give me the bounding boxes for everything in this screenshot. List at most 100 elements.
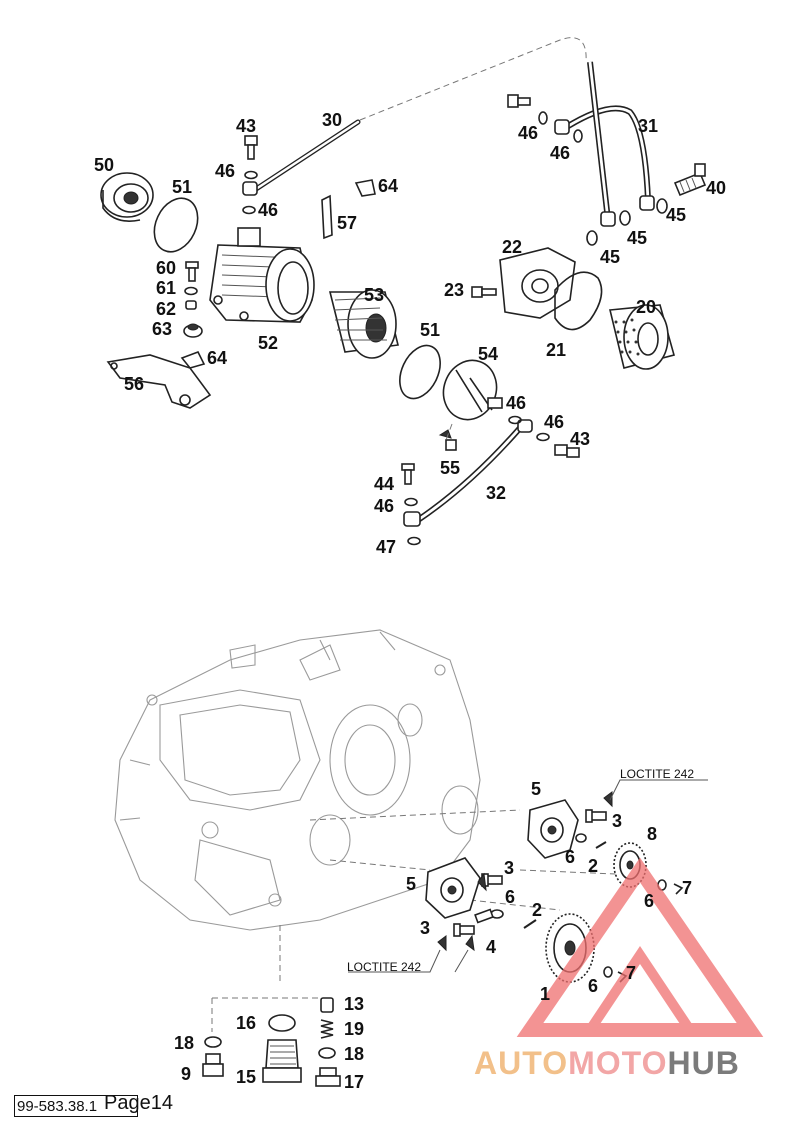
washer-46b — [242, 205, 256, 215]
part-number-callout: 1 — [540, 984, 550, 1004]
part-number-callout: 64 — [378, 176, 398, 196]
part-number-callout: 57 — [337, 213, 357, 233]
part-number-callout: 46 — [374, 496, 394, 516]
part-number-callout: 46 — [215, 161, 235, 181]
part-number-callout: 8 — [647, 824, 657, 844]
part-number-callout: 20 — [636, 297, 656, 317]
leader-line-lower-3 — [309, 809, 521, 871]
part-number-callout: 3 — [612, 811, 622, 831]
part-number-callout: 63 — [152, 319, 172, 339]
part-number-callout: 62 — [156, 299, 176, 319]
screw-60 — [185, 261, 199, 282]
part-number-callout: 3 — [504, 858, 514, 878]
plunger-13 — [320, 997, 334, 1013]
part-number-callout: 23 — [444, 280, 464, 300]
leader-line-lower-2 — [211, 997, 330, 1032]
part-number-callout: 21 — [546, 340, 566, 360]
loctite-leader-lower — [348, 949, 469, 973]
page-number: Page14 — [104, 1092, 173, 1114]
part-number-callout: 18 — [174, 1033, 194, 1053]
screw-23 — [471, 286, 497, 298]
part-number-callout: 46 — [550, 143, 570, 163]
screw-55 — [438, 429, 457, 451]
plug-9 — [202, 1053, 224, 1077]
o-ring-18-left — [204, 1036, 222, 1048]
loctite-note: LOCTITE 242 — [620, 767, 694, 781]
pin-2-lower — [523, 919, 537, 929]
part-number-callout: 32 — [486, 483, 506, 503]
part-number-callout: 19 — [344, 1019, 364, 1039]
part-number-callout: 6 — [505, 887, 515, 907]
grommet-63 — [183, 323, 203, 338]
bolt-4 — [474, 908, 494, 924]
o-ring-16 — [268, 1014, 296, 1032]
loctite-drop-c — [465, 934, 475, 952]
part-number-callout: 61 — [156, 278, 176, 298]
part-number-callout: 6 — [644, 891, 654, 911]
part-number-callout: 64 — [207, 348, 227, 368]
part-number-callout: 13 — [344, 994, 364, 1014]
strainer-20 — [609, 304, 675, 370]
oil-line-31 — [554, 61, 655, 227]
washer-45a — [586, 230, 598, 246]
clip-64-top — [354, 179, 376, 197]
part-number-callout: 5 — [406, 874, 416, 894]
part-number-callout: 45 — [627, 228, 647, 248]
part-number-callout: 45 — [600, 247, 620, 267]
banjo-bolt-43-right — [507, 94, 531, 108]
loctite-note: LOCTITE 242 — [347, 960, 421, 974]
part-number-callout: 9 — [181, 1064, 191, 1084]
oil-line-32 — [403, 419, 533, 527]
part-number-callout: 51 — [172, 177, 192, 197]
part-number-callout: 46 — [544, 412, 564, 432]
part-number-callout: 43 — [236, 116, 256, 136]
document-reference: 99-583.38.1 — [14, 1095, 138, 1117]
oil-line-30 — [247, 119, 361, 196]
part-number-callout: 2 — [588, 856, 598, 876]
washer-6-upper — [575, 833, 587, 843]
oil-screen-15 — [262, 1039, 302, 1083]
washer-46d — [536, 432, 550, 442]
circlip-7-upper — [673, 883, 684, 895]
part-number-callout: 40 — [706, 178, 726, 198]
banjo-fitting — [242, 181, 258, 196]
loctite-leader-upper — [609, 779, 708, 801]
washer-46g — [573, 129, 583, 143]
part-number-callout: 16 — [236, 1013, 256, 1033]
crankcase-outline — [114, 629, 481, 931]
part-number-callout: 17 — [344, 1072, 364, 1092]
part-number-callout: 52 — [258, 333, 278, 353]
part-number-callout: 15 — [236, 1067, 256, 1087]
part-number-callout: 60 — [156, 258, 176, 278]
part-number-callout: 46 — [518, 123, 538, 143]
washer-45c — [656, 198, 668, 214]
filter-housing-52 — [209, 227, 315, 323]
washer-46f — [538, 111, 548, 125]
washer-45b — [619, 210, 631, 226]
part-number-callout: 46 — [258, 200, 278, 220]
part-number-callout: 45 — [666, 205, 686, 225]
washer-46a — [244, 170, 258, 180]
banjo-bolt-44 — [401, 463, 415, 485]
part-number-callout: 43 — [570, 429, 590, 449]
spring-19 — [320, 1019, 334, 1039]
part-number-callout: 4 — [486, 937, 496, 957]
part-number-callout: 5 — [531, 779, 541, 799]
washer-61 — [184, 286, 198, 296]
part-number-callout: 47 — [376, 537, 396, 557]
washer-47 — [407, 536, 421, 546]
oil-filter-cover-50 — [100, 172, 154, 222]
part-number-callout: 53 — [364, 285, 384, 305]
part-number-callout: 3 — [420, 918, 430, 938]
bolt-3-upper — [585, 809, 607, 823]
washer-46e — [404, 497, 418, 507]
part-number-callout: 50 — [94, 155, 114, 175]
plug-17 — [315, 1067, 341, 1087]
pump-cover-5-upper — [527, 799, 579, 859]
filter-cover-54 — [442, 359, 503, 421]
part-number-callout: 30 — [322, 110, 342, 130]
filter-cover-22 — [499, 247, 576, 319]
